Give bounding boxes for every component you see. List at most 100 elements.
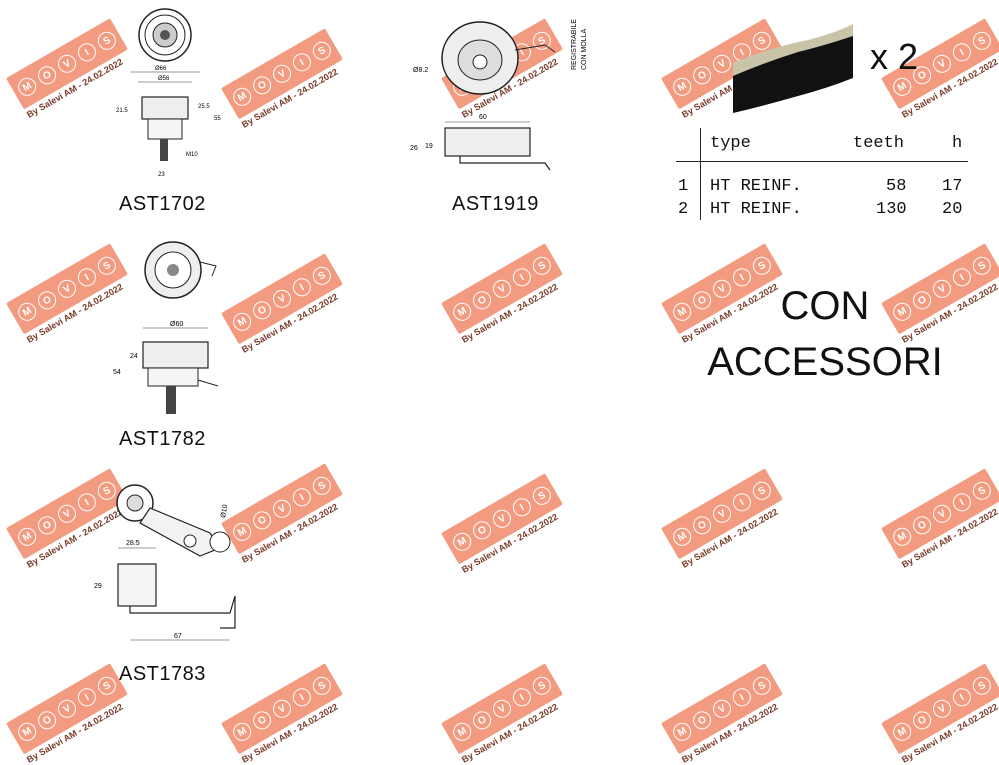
header-h: h — [952, 134, 963, 153]
watermark-letter: S — [969, 253, 995, 279]
watermark-letter: S — [969, 673, 995, 699]
watermark-letter: S — [529, 483, 555, 509]
watermark-letter: V — [54, 501, 80, 527]
dim-text: Ø66 — [155, 66, 167, 72]
watermark-letter: I — [289, 485, 315, 510]
watermark-letter: O — [34, 63, 60, 88]
watermark-letter: S — [309, 673, 335, 699]
part-code-ast1783: AST1783 — [119, 663, 206, 685]
watermark-letter: V — [54, 696, 80, 722]
row-h: 20 — [942, 200, 963, 219]
note-text: CON MOLLA — [581, 28, 588, 70]
watermark-letter: I — [289, 50, 315, 75]
watermark-letter: O — [34, 288, 60, 313]
watermark-letter: V — [269, 696, 295, 722]
watermark-letter: I — [729, 685, 755, 710]
watermark-letter: S — [529, 673, 555, 699]
watermark-letter: O — [909, 708, 935, 733]
watermark-letter: O — [689, 513, 715, 538]
dim-text: 26 — [410, 145, 418, 152]
part-code-ast1782: AST1782 — [119, 428, 206, 450]
watermark-letter: O — [469, 288, 495, 313]
note-text: REGISTRABILE — [571, 19, 578, 70]
watermark-letter: S — [94, 673, 120, 699]
watermark-letter: M — [14, 74, 40, 100]
row-type: HT REINF. — [710, 177, 802, 196]
watermark-letter: V — [929, 51, 955, 77]
row-num: 1 — [678, 177, 689, 196]
row-h: 17 — [942, 177, 963, 196]
watermark-letter: I — [729, 490, 755, 515]
watermark-letter: V — [269, 286, 295, 312]
watermark-letter: S — [749, 673, 775, 699]
part-drawing-ast1783: Ø10 28.5 29 67 — [94, 484, 236, 641]
part-code-ast1702: AST1702 — [119, 193, 206, 215]
watermark-letter: M — [449, 529, 475, 555]
watermark-letter: M — [449, 299, 475, 325]
dim-text: 23 — [158, 172, 165, 178]
part-drawing-ast1702: Ø66 Ø56 21.5 25.5 55 M10 23 — [116, 8, 221, 178]
watermark-letter: S — [309, 263, 335, 289]
dim-text: 29 — [94, 583, 102, 590]
watermark-letter: O — [249, 508, 275, 533]
watermark-letter: M — [14, 719, 40, 745]
con-accessori-text: CON ACCESSORI — [690, 284, 960, 384]
part-drawing-ast1919: Ø8.2 REGISTRABILE CON MOLLA 60 26 19 — [410, 19, 588, 171]
watermark-letter: M — [889, 74, 915, 100]
watermark-letter: I — [949, 490, 975, 515]
watermark-letter: M — [14, 299, 40, 325]
watermark-letter: S — [529, 253, 555, 279]
watermark-letter: O — [249, 298, 275, 323]
part-code-ast1919: AST1919 — [452, 193, 539, 215]
watermark-letter: I — [509, 265, 535, 290]
watermark-letter: M — [229, 719, 255, 745]
watermark-letter: S — [969, 478, 995, 504]
watermark-letter: S — [749, 478, 775, 504]
part-drawing-ast1782: Ø60 24 54 — [113, 241, 219, 414]
watermark-letter: O — [909, 513, 935, 538]
watermark-letter: S — [969, 28, 995, 54]
watermark-letter: M — [669, 524, 695, 550]
belt-multiplier: x 2 — [870, 36, 919, 77]
watermark-letter: V — [929, 696, 955, 722]
watermark-letter: O — [249, 73, 275, 98]
watermark-letter: I — [949, 40, 975, 65]
watermark-letter: I — [949, 685, 975, 710]
watermark-letter: V — [489, 696, 515, 722]
dim-text: 28.5 — [126, 540, 140, 547]
watermark-letter: S — [749, 253, 775, 279]
watermark-letter: I — [289, 275, 315, 300]
con-line-2: ACCESSORI — [707, 340, 943, 384]
watermark-letter: O — [469, 518, 495, 543]
row-num: 2 — [678, 200, 689, 219]
dim-text: Ø8.2 — [413, 67, 428, 74]
watermark-letter: M — [229, 309, 255, 335]
watermark-letter: M — [889, 719, 915, 745]
watermark-letter: I — [74, 265, 100, 290]
watermark-letter: M — [449, 719, 475, 745]
dim-text: 55 — [214, 116, 221, 122]
watermark-letter: V — [709, 501, 735, 527]
watermark-letter: I — [74, 685, 100, 710]
watermark-letter: S — [309, 473, 335, 499]
dim-text: 67 — [174, 633, 182, 640]
watermark-letter: M — [14, 524, 40, 550]
watermark-letter: M — [669, 719, 695, 745]
watermark-letter: O — [689, 63, 715, 88]
watermark-letter: I — [289, 685, 315, 710]
dim-text: 19 — [425, 143, 433, 150]
timing-belt-image — [733, 24, 853, 113]
dim-text: 24 — [130, 353, 138, 360]
watermark-letter: M — [889, 524, 915, 550]
dim-text: M10 — [186, 152, 198, 158]
row-type: HT REINF. — [710, 200, 802, 219]
watermark-letter: V — [929, 501, 955, 527]
